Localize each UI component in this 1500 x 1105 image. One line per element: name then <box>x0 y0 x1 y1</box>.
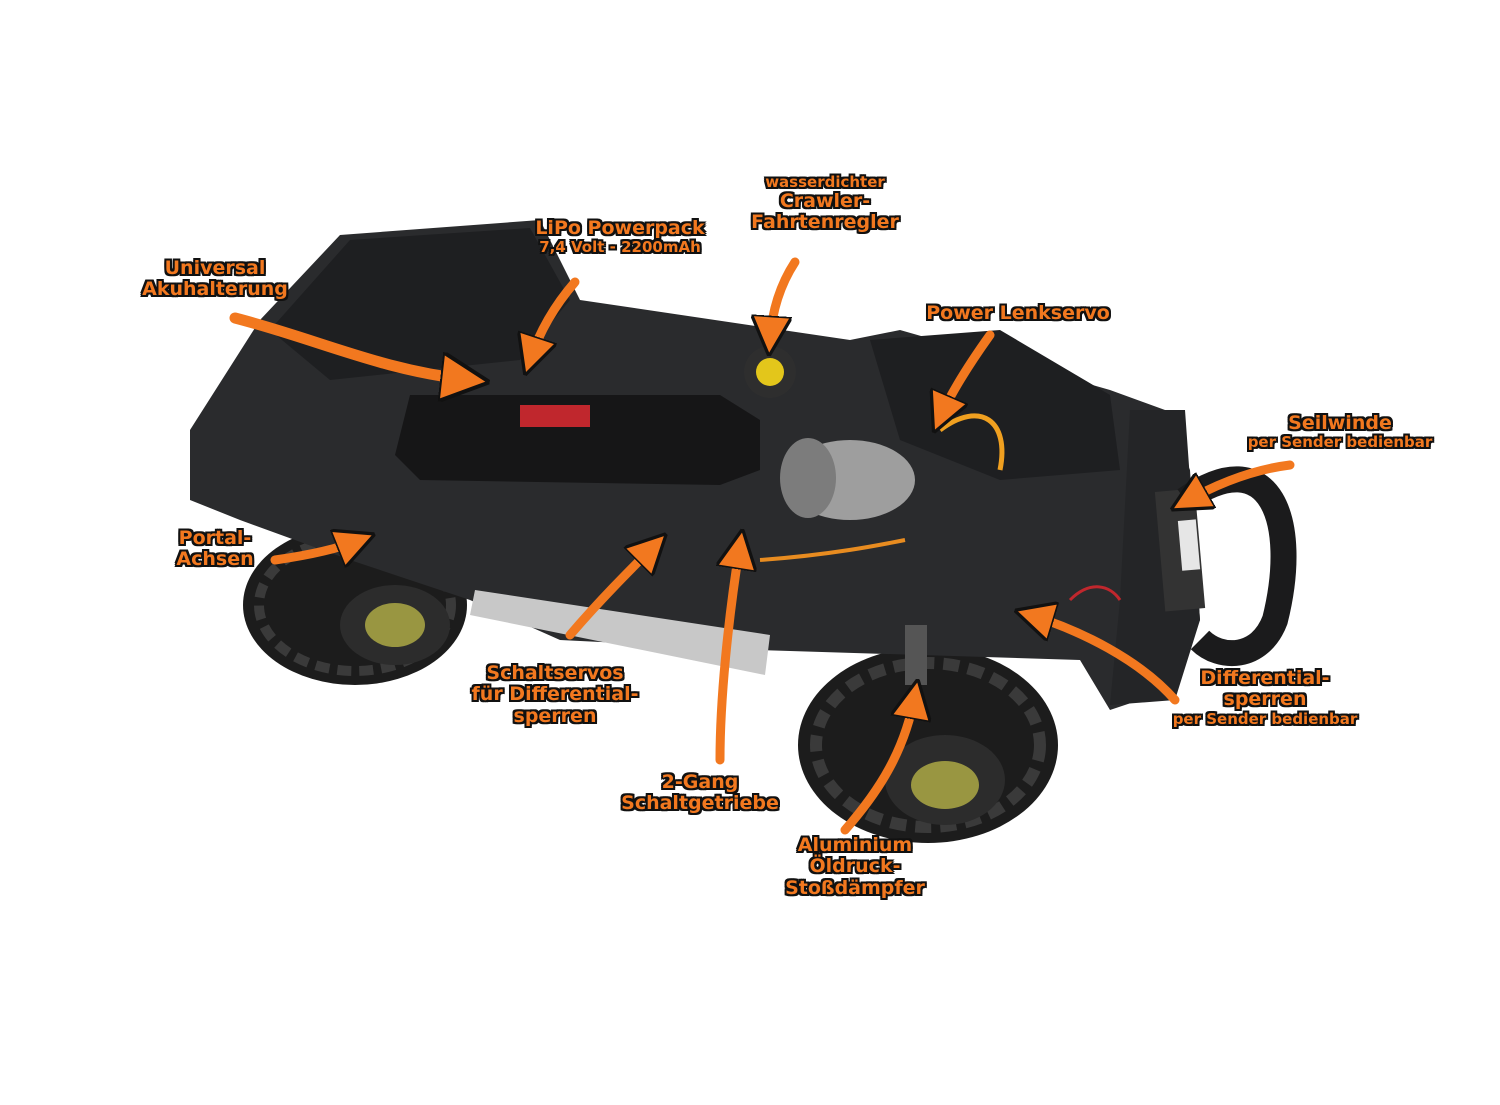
callout-servo: Power Lenkservo <box>908 302 1128 324</box>
arrow-esc <box>770 257 800 340</box>
callout-servo-line1: Power Lenkservo <box>926 302 1110 324</box>
arrow-shocks <box>840 695 915 835</box>
callout-shiftservos-line2: für Differential- <box>471 683 639 706</box>
arrow-difflocks <box>1030 615 1180 705</box>
callout-shocks-line2: Öldruck- <box>809 855 901 878</box>
callout-shiftservos: Schaltservos für Differential- sperren <box>455 662 655 727</box>
callout-difflocks-line3: per Sender bedienbar <box>1172 709 1358 728</box>
callout-esc-line1: wasserdichter <box>765 173 885 191</box>
callout-difflocks-line2: sperren <box>1223 688 1307 711</box>
callout-esc-line2: Crawler- <box>779 189 871 212</box>
callout-esc-line3: Fahrtenregler <box>751 211 899 234</box>
callout-gearbox-line2: Schaltgetriebe <box>621 792 779 815</box>
callout-universal: Universal Akuhalterung <box>120 257 310 301</box>
arrow-universal <box>229 312 470 380</box>
arrow-servo <box>940 330 995 418</box>
arrow-portal <box>270 540 360 560</box>
callout-lipo-line2: 7,4 Volt - 2200mAh <box>539 238 701 257</box>
callout-difflocks: Differential- sperren per Sender bedienb… <box>1150 667 1380 728</box>
callout-lipo-line1: LiPo Powerpack <box>535 217 705 239</box>
callout-portal-line2: Achsen <box>176 548 254 571</box>
callout-difflocks-line1: Differential- <box>1200 667 1330 689</box>
callout-universal-line1: Universal <box>164 257 266 279</box>
front-wheel <box>798 647 1058 843</box>
callout-shiftservos-line1: Schaltservos <box>486 662 624 684</box>
arrow-gearbox <box>715 545 740 765</box>
arrow-lipo <box>530 277 580 360</box>
callout-winch-line2: per Sender bedienbar <box>1247 433 1433 452</box>
callout-winch: Seilwinde per Sender bedienbar <box>1225 412 1455 452</box>
callout-shiftservos-line3: sperren <box>513 704 597 727</box>
callout-universal-line2: Akuhalterung <box>142 278 288 301</box>
callout-esc: wasserdichter Crawler- Fahrtenregler <box>730 174 920 233</box>
callout-shocks: Aluminium Öldruck- Stoßdämpfer <box>770 834 940 899</box>
callout-winch-line1: Seilwinde <box>1288 412 1392 434</box>
arrow-winch <box>1185 460 1295 502</box>
callout-gearbox: 2-Gang Schaltgetriebe <box>610 771 790 815</box>
callout-portal-line1: Portal- <box>178 527 252 549</box>
callout-gearbox-line1: 2-Gang <box>661 771 739 793</box>
callout-shocks-line1: Aluminium <box>797 834 913 856</box>
arrow-shiftservos <box>565 545 655 640</box>
callout-portal: Portal- Achsen <box>160 527 270 571</box>
callout-lipo: LiPo Powerpack 7,4 Volt - 2200mAh <box>520 217 720 257</box>
callout-shocks-line3: Stoßdämpfer <box>785 876 925 899</box>
